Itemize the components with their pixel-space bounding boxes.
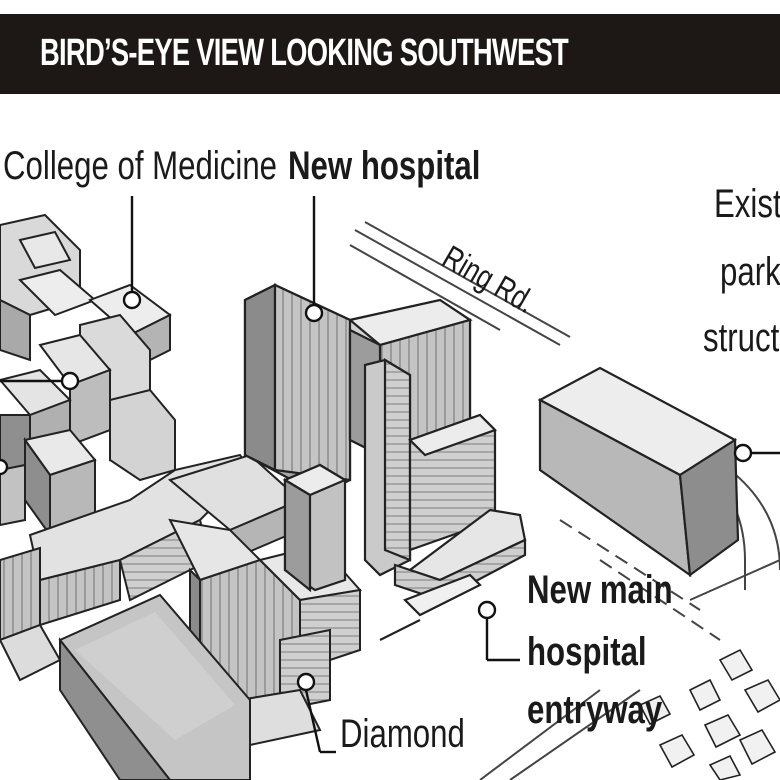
label-new-main-entry-line1: New main xyxy=(527,568,673,612)
diamond-building xyxy=(58,593,251,780)
parking-structure xyxy=(537,366,740,578)
label-new-main-entry-line2: hospital xyxy=(527,630,647,674)
label-existing-parking-line3: struct xyxy=(703,316,780,360)
title-banner: BIRD’S-EYE VIEW LOOKING SOUTHWEST xyxy=(0,14,780,94)
label-college-of-medicine: College of Medicine xyxy=(3,144,278,188)
label-new-hospital: New hospital xyxy=(288,144,481,188)
label-existing-parking-line2: parki xyxy=(720,250,780,294)
leader-lines xyxy=(0,196,780,754)
banner-title: BIRD’S-EYE VIEW LOOKING SOUTHWEST xyxy=(40,32,569,74)
new-hospital-building xyxy=(243,283,527,641)
residential-houses xyxy=(638,648,780,780)
label-existing-parking-line1: Existi xyxy=(714,182,780,226)
ring-road xyxy=(349,221,780,780)
existing-hospital-buildings xyxy=(167,453,362,747)
label-diamond: Diamond xyxy=(340,712,465,756)
label-new-main-entry-line3: entryway xyxy=(527,688,663,732)
